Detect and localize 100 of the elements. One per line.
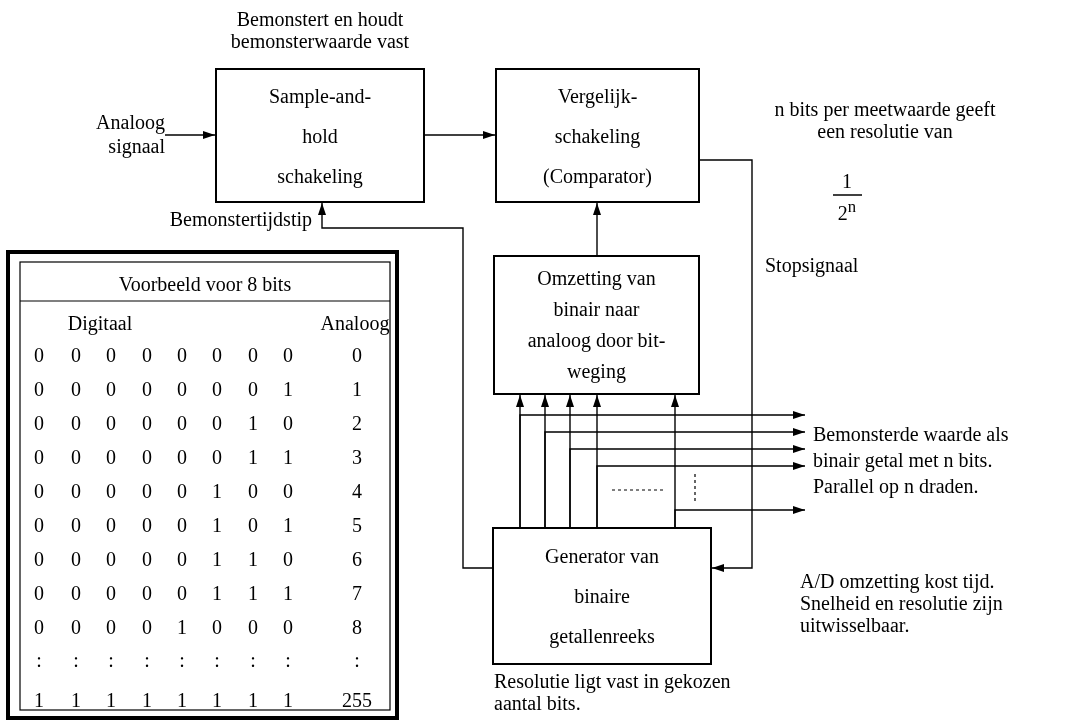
table-cell-text: 0 (105, 412, 117, 434)
table-cell-text: 0 (282, 548, 294, 570)
table-cell-text: : (284, 649, 292, 671)
table-cell-text: 0 (176, 548, 188, 570)
table-cell-text: 0 (141, 582, 153, 604)
table-cell-text: 1 (282, 689, 294, 711)
table-cell-text: 7 (351, 582, 363, 604)
table-cell-text: 0 (105, 548, 117, 570)
box-label: Omzetting van binair naar analoog door bit-weging (526, 266, 667, 385)
table-cell-text: 0 (141, 446, 153, 468)
table-cell-text: : (35, 649, 43, 671)
table-cell-text: 3 (351, 446, 363, 468)
column-header: Digitaal (66, 312, 134, 334)
table-cell-text: : (178, 649, 186, 671)
table-cell-text: 0 (141, 344, 153, 366)
table-cell-text: 0 (176, 412, 188, 434)
arrow (569, 445, 806, 528)
table-cell-text: 0 (247, 480, 259, 502)
table-cell-text: 0 (70, 378, 82, 400)
table-cell-text: 0 (70, 616, 82, 638)
table-cell-text: 0 (211, 378, 223, 400)
process-box (492, 527, 712, 665)
output-note: Bemonsterde waarde als binair getal met n bits. Parallel op n draden. (813, 422, 1010, 499)
table-title: Voorbeeld voor 8 bits (117, 273, 293, 295)
table-cell-text: 8 (351, 616, 363, 638)
arrow (318, 202, 493, 569)
table-cell-text: 1 (247, 548, 259, 570)
table-cell-text: 0 (282, 412, 294, 434)
table-cell-text: 0 (70, 480, 82, 502)
table-cell-text: 0 (105, 514, 117, 536)
table-cell-text: 0 (33, 480, 45, 502)
table-cell-text: 1 (211, 514, 223, 536)
table-cell-text: 1 (70, 689, 82, 711)
table-cell-text: 1 (176, 616, 188, 638)
table-cell-text: 1 (211, 689, 223, 711)
table-cell-text: 0 (141, 548, 153, 570)
fraction-numerator: 1 (841, 170, 853, 192)
arrow (699, 159, 753, 572)
table-cell-text: 0 (211, 446, 223, 468)
table-cell-text: 1 (247, 412, 259, 434)
table-cell-text: 0 (70, 446, 82, 468)
table-cell-text: 0 (33, 378, 45, 400)
table-cell-text: 0 (247, 514, 259, 536)
table-cell-text: : (353, 649, 361, 671)
table-cell-text: 0 (176, 446, 188, 468)
table-cell-text: 1 (33, 689, 45, 711)
table-cell-text: 0 (105, 446, 117, 468)
table-cell-text: 0 (211, 616, 223, 638)
table-cell-text: 0 (141, 514, 153, 536)
table-cell-text: 0 (282, 344, 294, 366)
arrow (674, 506, 806, 528)
table-cell-text: 0 (70, 582, 82, 604)
table-cell-text: 0 (105, 344, 117, 366)
table-cell-text: 5 (351, 514, 363, 536)
table-cell-text: 0 (105, 616, 117, 638)
table-cell-text: 6 (351, 548, 363, 570)
table-cell-text: 0 (70, 548, 82, 570)
table-cell-text: 0 (141, 412, 153, 434)
table-cell-text: 0 (176, 480, 188, 502)
table-cell-text: 1 (247, 446, 259, 468)
table-cell-text: 1 (247, 582, 259, 604)
process-box (495, 68, 700, 203)
arrow (164, 131, 216, 139)
annotation-text: Bemonstert en houdt bemonsterwaarde vast (229, 8, 411, 52)
table-cell-text: 0 (282, 480, 294, 502)
table-cell-text: 1 (176, 689, 188, 711)
table-cell-text: 1 (247, 689, 259, 711)
table-cell-text: 0 (105, 480, 117, 502)
table-cell-text: 1 (105, 689, 117, 711)
table-cell-text: 4 (351, 480, 363, 502)
table-cell-text: 0 (33, 548, 45, 570)
table-cell-text: 0 (33, 344, 45, 366)
table-cell-text: : (213, 649, 221, 671)
table-cell-text: 1 (211, 480, 223, 502)
table-cell-text: 0 (211, 344, 223, 366)
table-cell-text: 1 (211, 548, 223, 570)
table-cell-text: 0 (211, 412, 223, 434)
table-cell-text: 1 (211, 582, 223, 604)
table-cell-text: 255 (341, 689, 373, 711)
table-cell-text: 0 (33, 514, 45, 536)
signal-label: Analoog signaal (95, 110, 165, 158)
arrow (596, 462, 806, 528)
table-cell-text: 0 (247, 344, 259, 366)
table-cell-text: 0 (33, 582, 45, 604)
table-cell-text: 0 (247, 616, 259, 638)
box-label: Sample-and- hold schakeling (267, 83, 373, 190)
column-header: Analoog (319, 312, 391, 334)
process-box (493, 255, 700, 395)
arrow (593, 202, 601, 256)
table-cell-text: 0 (70, 344, 82, 366)
table-cell-text: 1 (141, 689, 153, 711)
table-cell-text: 0 (141, 616, 153, 638)
annotation-text: Resolutie ligt vast in gekozen aantal bits. (494, 670, 732, 714)
fraction-denominator: 2$^{n}$ (836, 196, 858, 224)
table-cell-text: 1 (282, 446, 294, 468)
table-cell-text: 0 (70, 412, 82, 434)
table-cell-text: 0 (176, 514, 188, 536)
table-cell-text: : (249, 649, 257, 671)
table-cell-text: : (107, 649, 115, 671)
arrow (544, 428, 806, 528)
